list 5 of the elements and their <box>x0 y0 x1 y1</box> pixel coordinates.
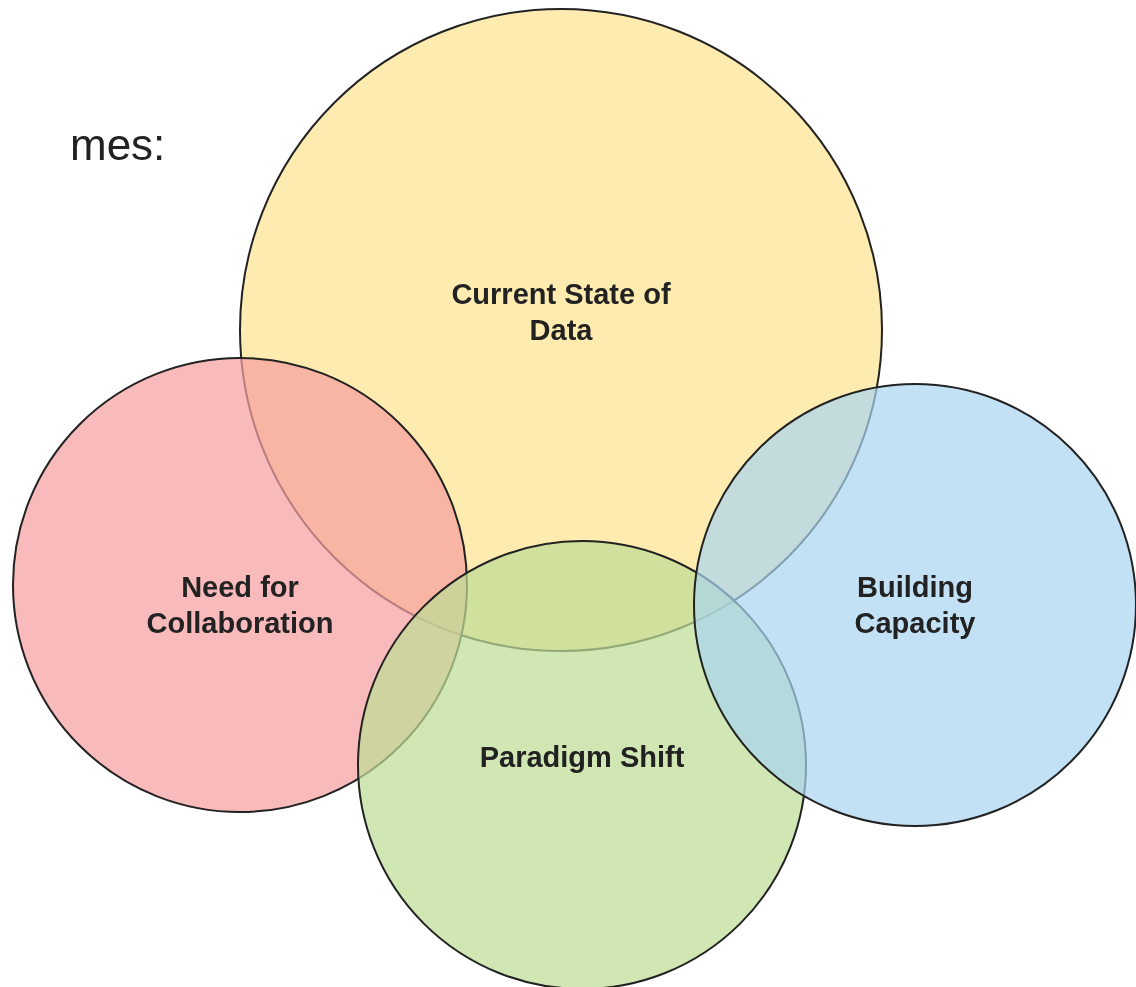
circle-label: Building Capacity <box>853 569 977 641</box>
circle-label: Current State of Data <box>450 276 672 348</box>
heading-text: mes: <box>70 120 166 170</box>
circle-label: Paradigm Shift <box>478 739 686 775</box>
circle-label: Need for Collaboration <box>145 569 335 641</box>
